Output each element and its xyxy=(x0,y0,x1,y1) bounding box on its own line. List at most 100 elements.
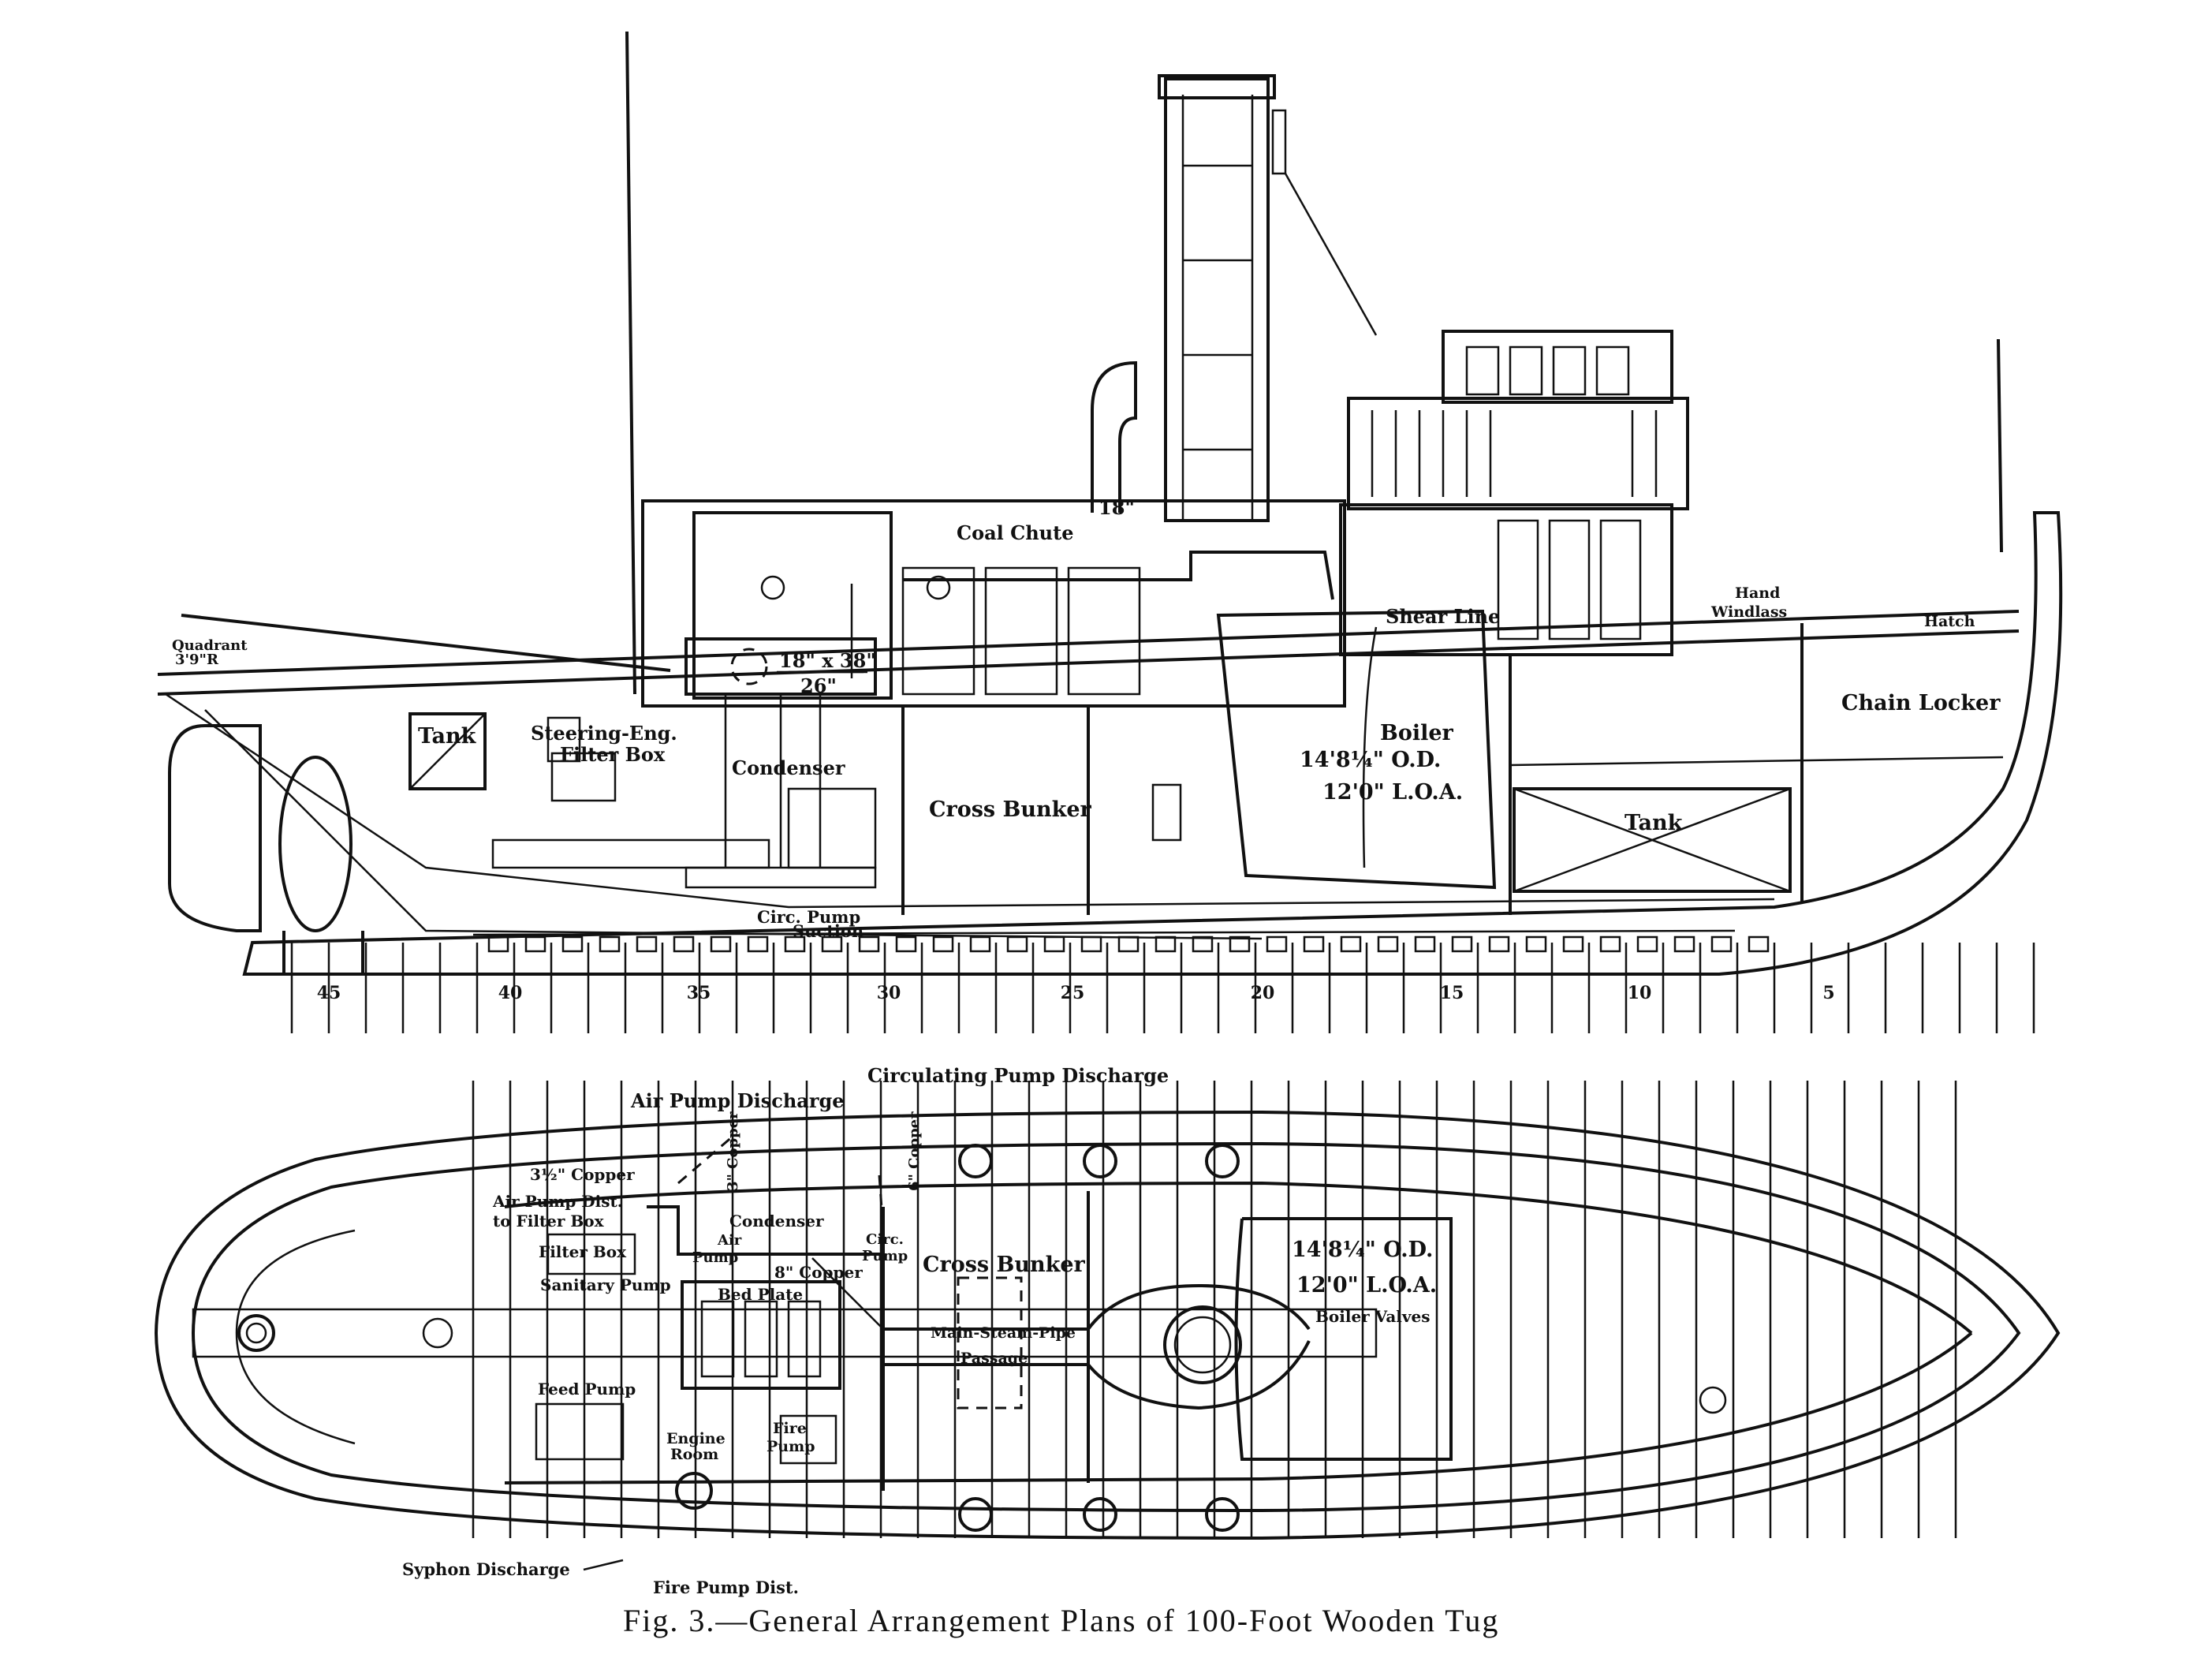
steering-engine-label: Steering-Eng. xyxy=(531,722,677,745)
keel-timber xyxy=(561,935,584,953)
circ-pump-label-1: Circ. xyxy=(866,1231,904,1248)
syphon-discharge-label: Syphon Discharge xyxy=(402,1559,570,1579)
fore-mast xyxy=(1997,338,2003,553)
bed-plate-label: Bed Plate xyxy=(718,1285,803,1304)
circ-pump-label-2: Pump xyxy=(862,1248,908,1264)
keel-timber xyxy=(599,935,621,953)
boiler-od-label: 14'8¼" O.D. xyxy=(1300,748,1441,772)
frame-number: 35 xyxy=(687,983,711,1003)
fire-pump-label-2: Pump xyxy=(767,1438,815,1455)
air-pump-label-1: Air xyxy=(717,1232,742,1249)
condenser-label: Condenser xyxy=(732,756,845,779)
keel-timber xyxy=(1525,935,1547,953)
keel-timber xyxy=(1192,935,1214,953)
keel-timber xyxy=(1080,935,1102,953)
keel-timber xyxy=(1006,935,1028,953)
plan-condenser-label: Condenser xyxy=(729,1212,824,1230)
engine-room-label-2: Room xyxy=(670,1446,718,1463)
pilot-house xyxy=(1339,330,1689,656)
keel-timber xyxy=(636,935,658,953)
copper-3-label: 3" Copper xyxy=(725,1111,741,1191)
profile-view: Coal Chute 18" 18" x 38" 26" Quadrant 3'… xyxy=(157,31,2063,1033)
deck-house xyxy=(641,499,1346,708)
copper-8-label: 8" Copper xyxy=(774,1263,863,1282)
plan-boiler-loa-label: 12'0" L.O.A. xyxy=(1296,1273,1437,1298)
keel-timber xyxy=(524,935,546,953)
passage-label: Passage xyxy=(961,1350,1028,1367)
profile-cross-bunker-label: Cross Bunker xyxy=(929,797,1091,822)
frame-number: 5 xyxy=(1822,983,1834,1003)
keel-timber xyxy=(1748,935,1770,953)
circulating-pump-discharge-label: Circulating Pump Discharge xyxy=(867,1064,1169,1087)
air-pump-label-2: Pump xyxy=(692,1249,738,1266)
coal-chute-label: Coal Chute xyxy=(957,521,1074,544)
hull-outline xyxy=(242,511,2063,976)
keel-timber xyxy=(673,935,695,953)
filter-box-label: Filter Box xyxy=(560,743,666,766)
keel-timber xyxy=(1599,935,1621,953)
shear-line-label: Shear Line xyxy=(1386,605,1500,628)
keel-hatching xyxy=(487,935,1770,953)
frame-number: 10 xyxy=(1628,983,1652,1003)
frame-number: 20 xyxy=(1251,983,1275,1003)
keel-timber xyxy=(1043,935,1065,953)
keel-timber xyxy=(1303,935,1325,953)
boiler-valves-label: Boiler Valves xyxy=(1315,1307,1431,1326)
aft-tank-label: Tank xyxy=(418,724,477,749)
keel-timber xyxy=(858,935,880,953)
propeller-icon xyxy=(278,756,353,932)
keel-timber xyxy=(1636,935,1658,953)
keel-timber xyxy=(1154,935,1177,953)
keel-timber xyxy=(1229,935,1251,953)
keel-timber xyxy=(1117,935,1140,953)
frame-ticks xyxy=(290,943,2035,1033)
quadrant-label: Quadrant xyxy=(172,637,248,654)
keel-timber xyxy=(821,935,843,953)
air-pump-dist-label: Air Pump Dist. xyxy=(492,1192,623,1211)
keel-timber xyxy=(784,935,806,953)
main-steam-pipe-label: Main-Steam-Pipe xyxy=(931,1324,1076,1342)
main-deck xyxy=(157,610,2020,676)
air-pump-discharge-label: Air Pump Discharge xyxy=(630,1089,845,1112)
keel-timbers xyxy=(472,929,1736,936)
engine-room-label-1: Engine xyxy=(666,1430,726,1447)
keel-timber xyxy=(969,935,991,953)
fwd-tank-label: Tank xyxy=(1624,811,1684,835)
plan-cross-bunker-label: Cross Bunker xyxy=(923,1253,1085,1277)
keel-timber xyxy=(1673,935,1695,953)
to-filter-box-label: to Filter Box xyxy=(493,1212,605,1230)
keel-timber xyxy=(1266,935,1288,953)
keel-timber xyxy=(1377,935,1399,953)
keel-timber xyxy=(487,935,509,953)
keel-timber xyxy=(932,935,954,953)
aft-mast xyxy=(625,31,636,695)
figure-caption: Fig. 3.—General Arrangement Plans of 100… xyxy=(623,1603,1499,1638)
boiler-label: Boiler xyxy=(1380,721,1454,745)
fire-pump-dist-label: Fire Pump Dist. xyxy=(653,1578,799,1597)
sanitary-pump-label: Sanitary Pump xyxy=(540,1275,671,1294)
plan-view: Circulating Pump Discharge Air Pump Disc… xyxy=(154,1064,2061,1597)
chain-locker-label: Chain Locker xyxy=(1841,691,2001,715)
keel-timber xyxy=(710,935,732,953)
keel-timber xyxy=(895,935,917,953)
hatch-label: Hatch xyxy=(1924,613,1975,630)
plan-filter-box-label: Filter Box xyxy=(539,1242,627,1261)
frame-number: 40 xyxy=(498,983,523,1003)
engine-size-top: 18" x 38" xyxy=(779,649,876,672)
frame-number: 30 xyxy=(877,983,901,1003)
circ-pump-label: Circ. Pump xyxy=(757,907,860,927)
boiler xyxy=(1216,609,1497,890)
plan-hull-outline xyxy=(154,1110,2061,1540)
copper-3-5-label: 3½" Copper xyxy=(530,1165,635,1184)
dim-18-label: 18" xyxy=(1099,496,1135,519)
frame-numbers: 45 40 35 30 25 20 15 10 5 xyxy=(317,983,1835,1003)
frame-number: 25 xyxy=(1061,983,1085,1003)
quadrant-radius-label: 3'9"R xyxy=(175,652,219,668)
boiler-loa-label: 12'0" L.O.A. xyxy=(1322,780,1463,805)
keel-timber xyxy=(1414,935,1436,953)
hand-windlass-label-1: Hand xyxy=(1735,584,1780,602)
engine-size-bottom: 26" xyxy=(800,674,837,697)
hand-windlass-label-2: Windlass xyxy=(1710,603,1787,621)
keel-timber xyxy=(1488,935,1510,953)
